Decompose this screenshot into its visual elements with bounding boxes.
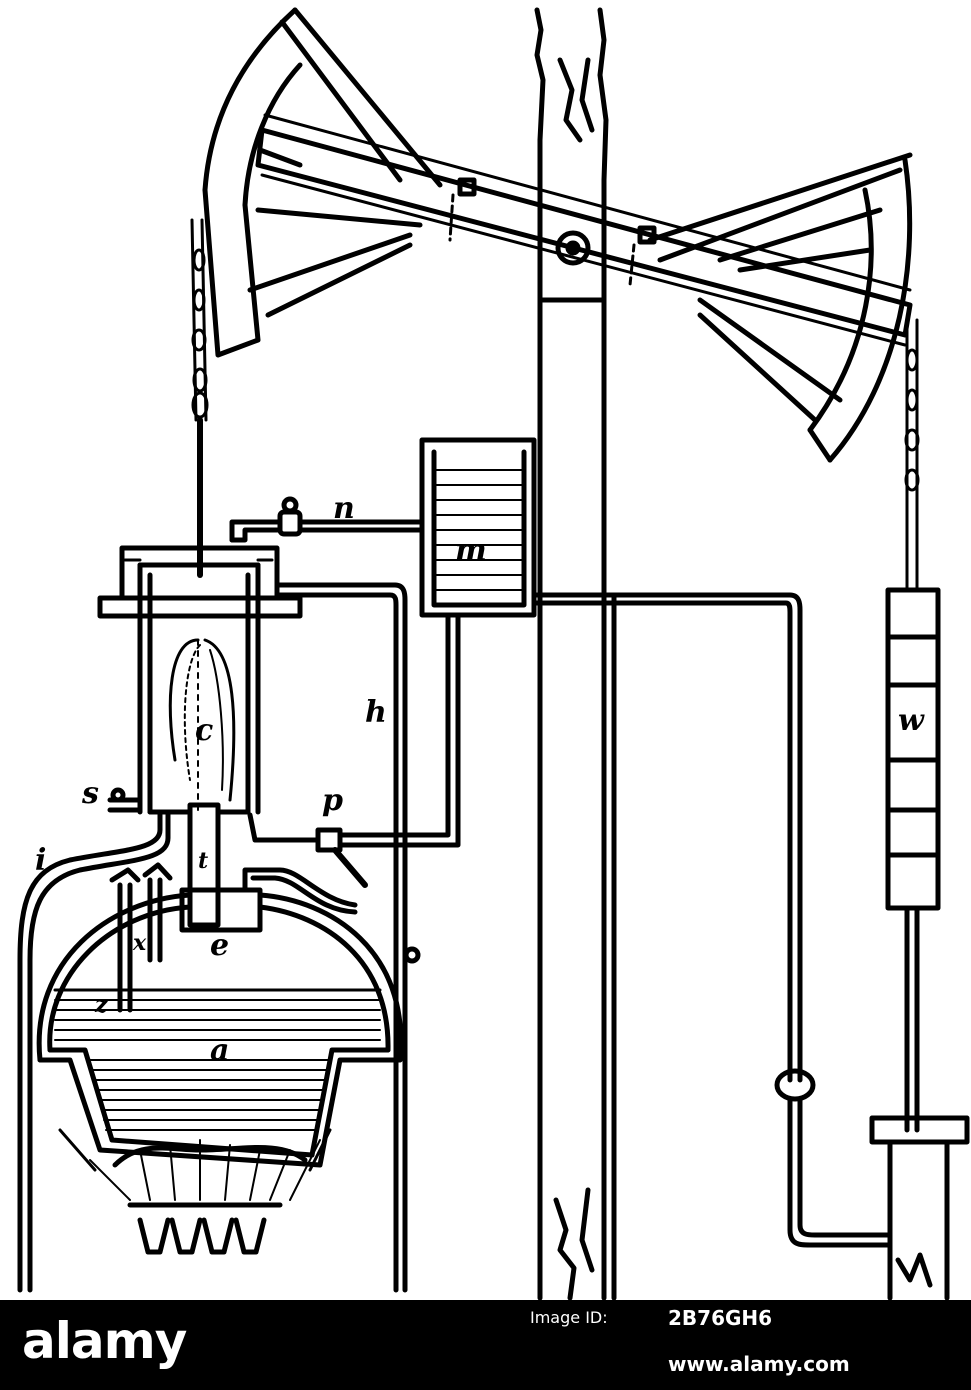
- label-z: z: [94, 992, 108, 1018]
- image-id: 2B76GH6: [668, 1306, 773, 1330]
- alamy-logo-text: alamy: [22, 1312, 187, 1370]
- injection-pipe-n: [229, 496, 425, 543]
- left-arch-head: [202, 7, 443, 358]
- label-e: e: [210, 928, 229, 963]
- pipe-i: [17, 809, 171, 1293]
- label-w: w: [898, 703, 925, 738]
- steam-cock-s: [107, 787, 143, 813]
- furnace-fire: [58, 1128, 332, 1255]
- pipe-to-pump: [531, 592, 893, 1248]
- cistern-m: [419, 437, 537, 618]
- left-chain: [190, 218, 209, 422]
- label-a: a: [210, 1033, 229, 1068]
- label-n: n: [333, 491, 355, 526]
- cylinder: [97, 545, 303, 815]
- alamy-logo: alamy: [22, 1312, 187, 1370]
- weight-w: [869, 587, 970, 1300]
- alamy-url[interactable]: www.alamy.com: [668, 1352, 850, 1376]
- right-arch-head: [647, 152, 913, 463]
- steam-engine-diagram: n m c h w s p i t x e z a: [17, 7, 970, 1300]
- label-i: i: [35, 843, 46, 878]
- central-post: [534, 7, 617, 1300]
- stock-footer-bar: alamy Image ID: 2B76GH6 www.alamy.com: [0, 1300, 971, 1390]
- image-id-label: Image ID:: [530, 1308, 608, 1327]
- label-x: x: [132, 930, 147, 956]
- pipe-to-p: [247, 612, 461, 888]
- right-chain: [904, 318, 920, 592]
- label-h: h: [365, 695, 387, 730]
- steam-pipe-t: [179, 802, 358, 933]
- label-m: m: [455, 533, 487, 568]
- label-p: p: [322, 783, 343, 818]
- pipe-h: [274, 582, 421, 1293]
- label-c: c: [195, 713, 213, 748]
- label-t: t: [198, 848, 208, 874]
- label-s: s: [81, 776, 99, 811]
